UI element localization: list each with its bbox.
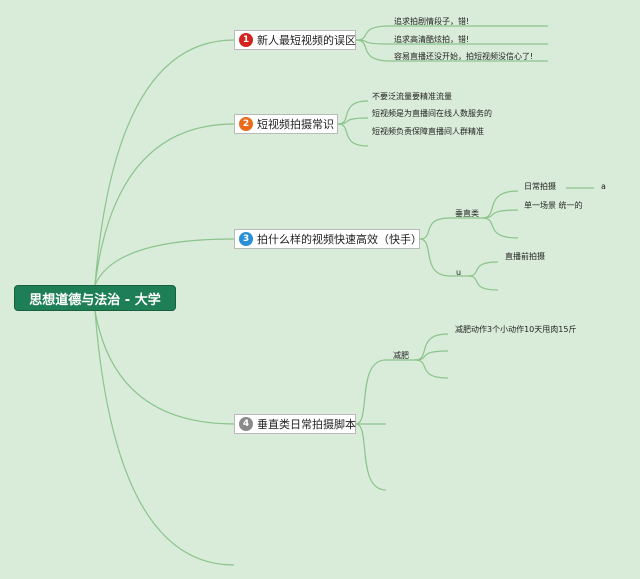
leaf-topic[interactable]: 不要泛流量要精准流量 (372, 92, 452, 101)
leaf-connector (414, 359, 449, 379)
leaf-connector (355, 25, 391, 41)
subtopic-connector (355, 423, 387, 491)
leaf-connector (467, 261, 499, 277)
root-connector (94, 123, 235, 286)
branch-topic-3[interactable]: 3 拍什么样的视频快速高效（快手） (234, 229, 422, 249)
subtopic-connector (419, 238, 451, 277)
leaf-connector (355, 39, 391, 62)
root-connector (94, 310, 235, 425)
leaf-connector (481, 217, 519, 239)
subtopic-a[interactable]: a (601, 182, 606, 191)
leaf-connector (481, 209, 519, 219)
leaf-topic[interactable]: 短视频负责保障直播间人群精准 (372, 127, 484, 136)
branch-topic-1[interactable]: 1 新人最短视频的误区 (234, 30, 356, 50)
subtopic-single-scene[interactable]: 单一场景 统一的 (524, 201, 583, 210)
leaf-connector (467, 275, 499, 291)
number-badge-3: 3 (239, 232, 253, 246)
root-connector (94, 310, 235, 566)
leaf-connector (337, 100, 369, 125)
branch-topic-4[interactable]: 4 垂直类日常拍摄脚本 (234, 414, 356, 434)
leaf-connector (414, 333, 449, 361)
number-badge-2: 2 (239, 117, 253, 131)
subtopic-pre-live-shooting[interactable]: 直播前拍摄 (505, 252, 545, 261)
subtopic-daily-shooting[interactable]: 日常拍摄 (524, 182, 556, 191)
number-badge-4: 4 (239, 417, 253, 431)
subtopic-vertical-category[interactable]: 垂直类 (455, 209, 479, 218)
branch-topic-2[interactable]: 2 短视频拍摄常识 (234, 114, 338, 134)
branch-topic-1-label: 新人最短视频的误区 (257, 34, 356, 47)
root-topic-label: 思想道德与法治 - 大学 (29, 292, 161, 308)
root-connector (94, 238, 235, 286)
number-badge-1: 1 (239, 33, 253, 47)
branch-topic-3-label: 拍什么样的视频快速高效（快手） (257, 233, 422, 246)
subtopic-connector (355, 359, 387, 425)
leaf-topic[interactable]: 减肥动作3个小动作10天甩肉15斤 (455, 325, 577, 334)
root-connector (94, 39, 235, 286)
leaf-connector (481, 190, 519, 219)
subtopic-connector (419, 217, 451, 240)
subtopic-u[interactable]: u (456, 268, 462, 277)
leaf-connector (414, 350, 449, 361)
branch-topic-4-label: 垂直类日常拍摄脚本 (257, 418, 356, 431)
root-topic[interactable]: 思想道德与法治 - 大学 (14, 285, 176, 311)
leaf-connector (337, 123, 369, 147)
branch-topic-2-label: 短视频拍摄常识 (257, 118, 334, 131)
leaf-topic[interactable]: 追求高清酷炫拍，错! (394, 35, 470, 44)
subtopic-weight-loss[interactable]: 减肥 (393, 351, 409, 360)
leaf-topic[interactable]: 追求拍剧情段子，错! (394, 17, 470, 26)
leaf-topic[interactable]: 短视频是为直播间在线人数服务的 (372, 109, 492, 118)
leaf-topic[interactable]: 容易直播还没开始，拍短视频没信心了! (394, 52, 534, 61)
leaf-connector (337, 117, 369, 125)
